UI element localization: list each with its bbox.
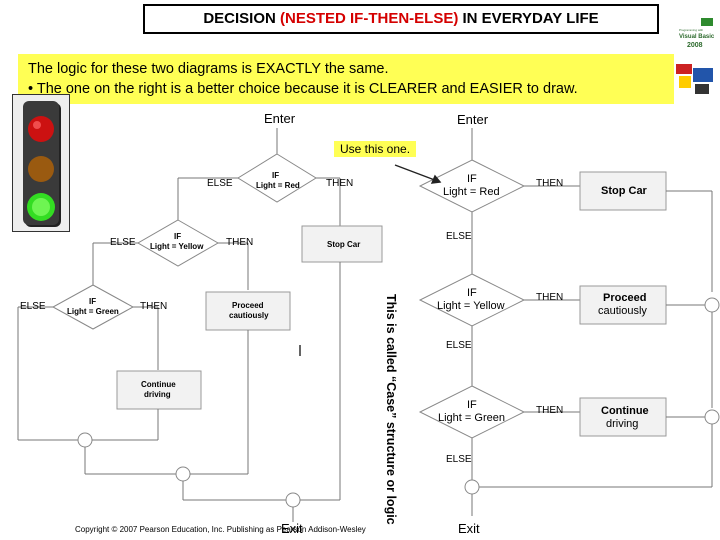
use-this-one-callout: Use this one.: [334, 141, 417, 157]
banner-line-1: The logic for these two diagrams is EXAC…: [28, 61, 389, 77]
right-continue-1: Continue: [601, 405, 649, 417]
page-title: DECISION (NESTED IF-THEN-ELSE) IN EVERYD…: [143, 4, 659, 34]
explanation-banner: The logic for these two diagrams is EXAC…: [18, 54, 674, 104]
left-then-2: THEN: [226, 237, 254, 248]
right-if-red-1: IF: [467, 173, 477, 185]
left-if-red-2: Light = Red: [256, 181, 300, 190]
right-exit-label: Exit: [458, 521, 480, 536]
right-proceed-2: cautiously: [598, 305, 647, 317]
left-else-1: ELSE: [207, 178, 233, 189]
left-if-green-2: Light = Green: [67, 307, 119, 316]
case-structure-label: This is called “Case” structure or logic: [384, 294, 398, 525]
left-if-yellow-2: Light = Yellow: [150, 242, 204, 251]
left-continue-1: Continue: [141, 380, 176, 389]
left-then-3: THEN: [140, 301, 168, 312]
right-if-red-2: Light = Red: [443, 186, 500, 198]
right-enter-label: Enter: [457, 112, 489, 127]
left-enter-label: Enter: [264, 111, 296, 126]
left-if-yellow-1: IF: [174, 232, 182, 241]
left-proceed-2: cautiously: [229, 311, 269, 320]
right-continue-2: driving: [606, 418, 639, 430]
left-continue-2: driving: [144, 390, 171, 399]
right-proceed-1: Proceed: [603, 292, 647, 304]
right-else-1: ELSE: [446, 231, 472, 242]
left-else-2: ELSE: [110, 237, 136, 248]
right-if-yellow-1: IF: [467, 287, 477, 299]
left-else-3: ELSE: [20, 301, 46, 312]
book-cover-logo: Programming with Visual Basic 2008: [675, 18, 715, 98]
right-stop-car: Stop Car: [601, 185, 647, 197]
left-then-1: THEN: [326, 178, 354, 189]
left-if-red-1: IF: [272, 171, 280, 180]
banner-line-2: • The one on the right is a better choic…: [28, 81, 578, 97]
left-exit-label: Exit: [281, 521, 303, 536]
left-proceed-1: Proceed: [232, 301, 264, 310]
left-if-green-1: IF: [89, 297, 97, 306]
right-if-green-1: IF: [467, 399, 477, 411]
right-else-3: ELSE: [446, 454, 472, 465]
right-then-2: THEN: [536, 292, 564, 303]
left-stop-car: Stop Car: [327, 240, 361, 249]
right-if-yellow-2: Light = Yellow: [437, 300, 505, 312]
copyright-text: Copyright © 2007 Pearson Education, Inc.…: [75, 525, 366, 534]
traffic-light-image: [12, 94, 70, 232]
right-then-3: THEN: [536, 405, 564, 416]
right-if-green-2: Light = Green: [438, 412, 505, 424]
right-else-2: ELSE: [446, 340, 472, 351]
right-then-1: THEN: [536, 178, 564, 189]
